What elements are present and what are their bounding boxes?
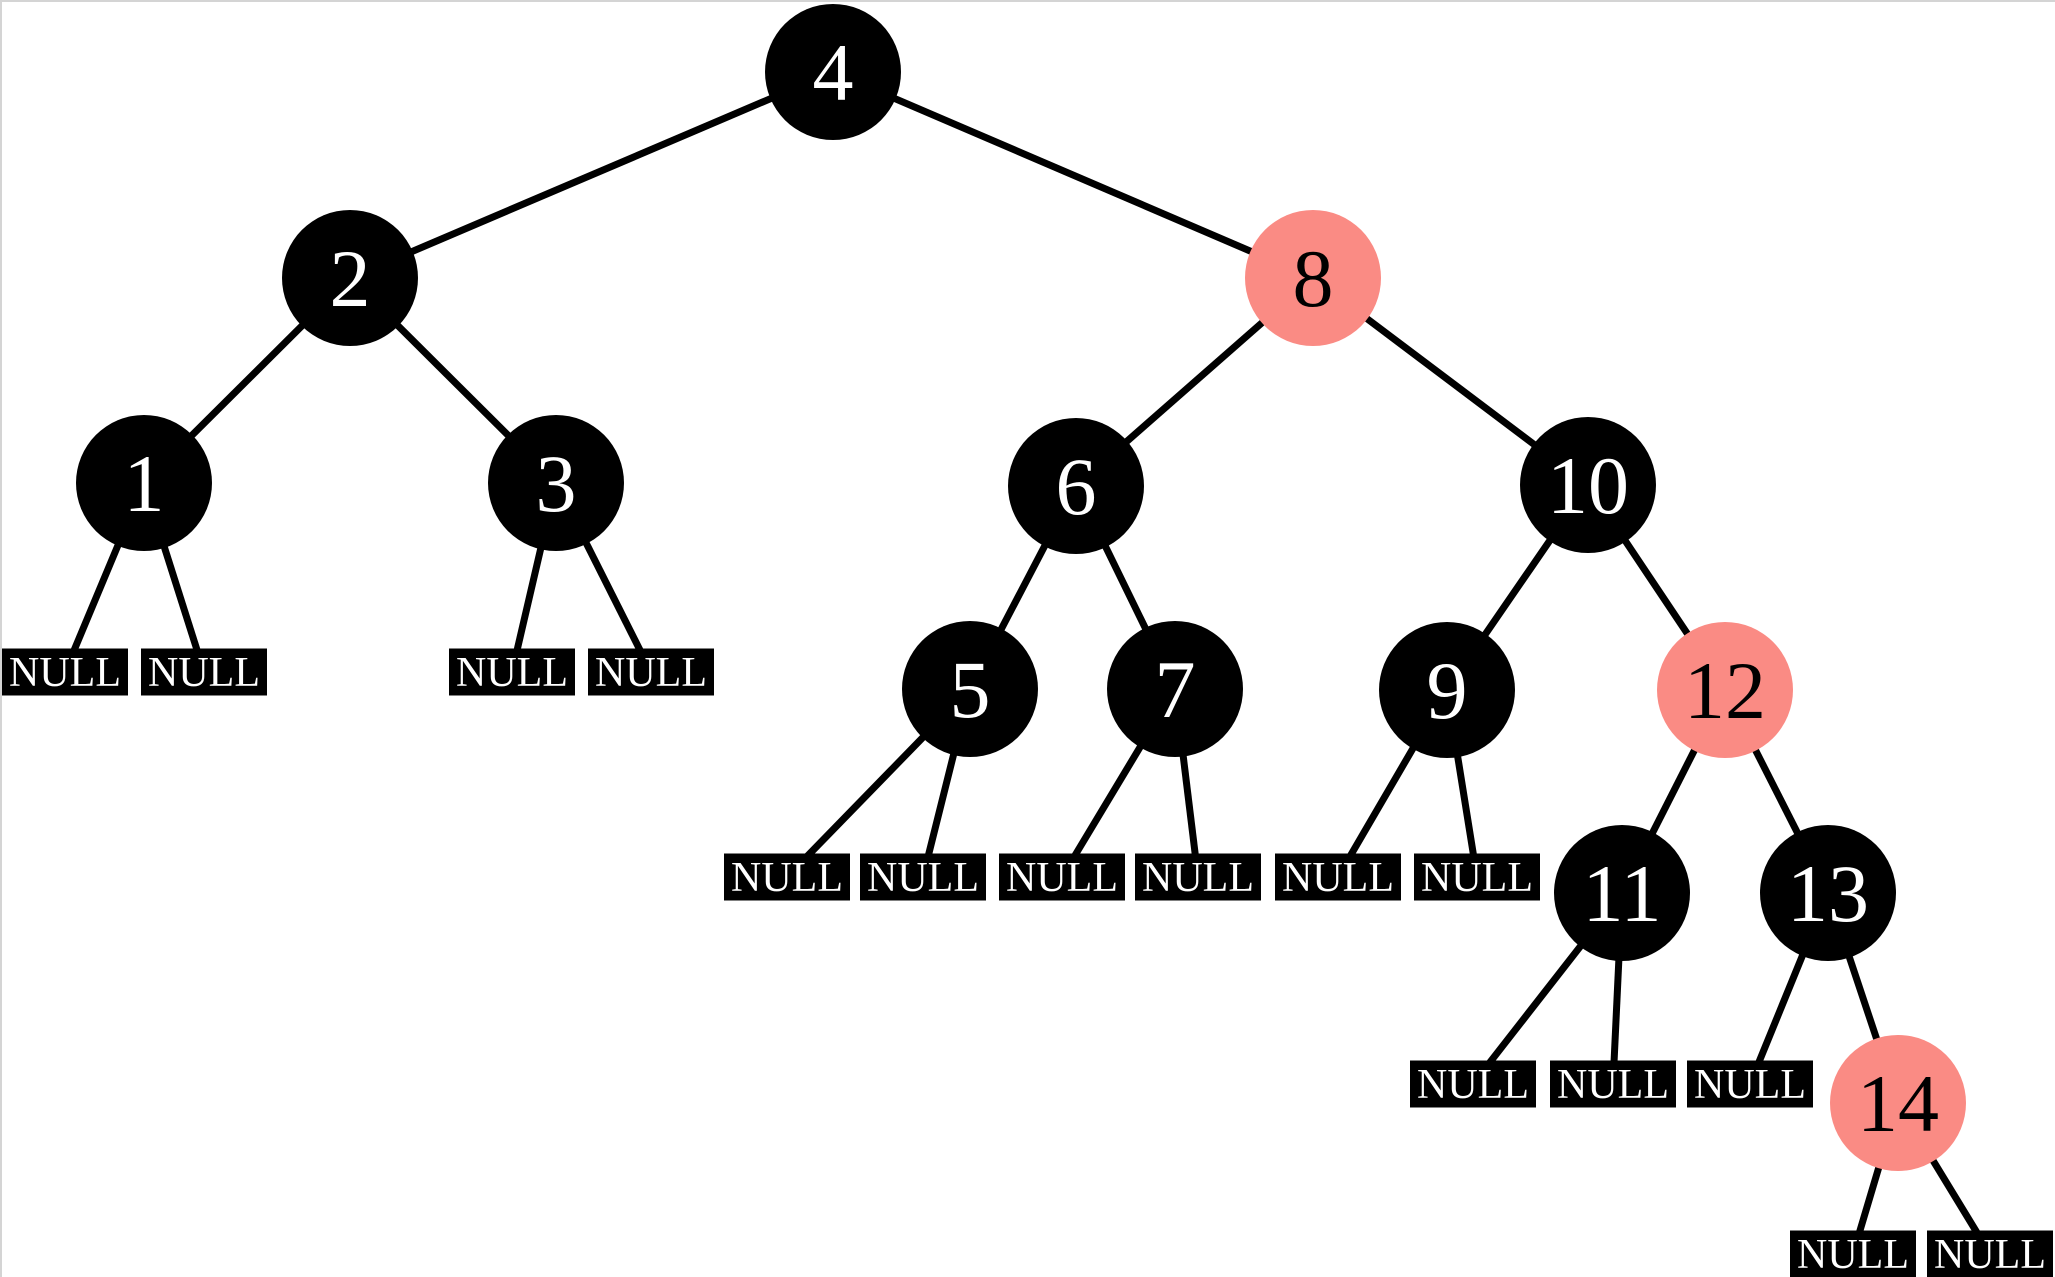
tree-node-label-9: 9: [1427, 645, 1468, 736]
null-leaf-label-n1R: NULL: [148, 650, 260, 696]
tree-node-3-black: [488, 415, 624, 551]
tree-node-7-black: [1107, 621, 1243, 757]
tree-node-label-7: 7: [1155, 644, 1196, 735]
canvas-border-top: [0, 0, 2055, 2]
tree-node-label-8: 8: [1293, 233, 1334, 324]
null-leaf-label-n1L: NULL: [9, 650, 121, 696]
tree-node-14-red: [1830, 1035, 1966, 1171]
tree-node-5-black: [902, 621, 1038, 757]
null-leaf-box-n11R: [1550, 1060, 1676, 1108]
tree-node-2-black: [282, 210, 418, 346]
null-leaf-box-n5L: [724, 853, 850, 901]
tree-node-label-14: 14: [1857, 1058, 1939, 1149]
null-leaf-label-n5R: NULL: [867, 855, 979, 901]
null-leaf-box-n9L: [1275, 853, 1401, 901]
tree-node-label-3: 3: [536, 438, 577, 529]
tree-node-6-black: [1008, 418, 1144, 554]
tree-edge-4-2: [348, 68, 835, 282]
null-leaf-label-n3R: NULL: [595, 650, 707, 696]
tree-node-13-black: [1760, 825, 1896, 961]
null-leaf-box-n13L: [1687, 1060, 1813, 1108]
null-leaf-box-n3R: [588, 648, 714, 696]
tree-node-label-10: 10: [1547, 440, 1629, 531]
tree-node-10-black: [1520, 417, 1656, 553]
null-leaf-box-n14R: [1927, 1230, 2053, 1277]
tree-node-12-red: [1657, 622, 1793, 758]
tree-node-11-black: [1554, 825, 1690, 961]
null-leaf-box-n14L: [1790, 1230, 1916, 1277]
tree-node-label-6: 6: [1056, 441, 1097, 532]
null-leaf-box-n3L: [449, 648, 575, 696]
tree-node-8-red: [1245, 210, 1381, 346]
null-leaf-label-n13L: NULL: [1694, 1062, 1806, 1108]
tree-node-label-4: 4: [813, 27, 854, 118]
null-leaf-label-n14L: NULL: [1797, 1232, 1909, 1277]
null-leaf-label-n3L: NULL: [456, 650, 568, 696]
null-leaf-label-n11L: NULL: [1417, 1062, 1529, 1108]
null-leaf-box-n7L: [999, 853, 1125, 901]
null-leaf-label-n7R: NULL: [1142, 855, 1254, 901]
null-leaf-box-n1L: [2, 648, 128, 696]
tree-edge-4-8: [831, 68, 1315, 282]
tree-node-label-2: 2: [330, 233, 371, 324]
tree-node-4-black: [765, 4, 901, 140]
tree-node-label-11: 11: [1583, 848, 1662, 939]
null-leaf-box-n11L: [1410, 1060, 1536, 1108]
null-leaf-label-n11R: NULL: [1557, 1062, 1669, 1108]
null-leaf-label-n7L: NULL: [1006, 855, 1118, 901]
null-leaf-box-n7R: [1135, 853, 1261, 901]
null-leaf-box-n5R: [860, 853, 986, 901]
null-leaf-label-n9L: NULL: [1282, 855, 1394, 901]
null-leaf-box-n9R: [1414, 853, 1540, 901]
tree-node-label-5: 5: [950, 644, 991, 735]
null-leaf-label-n14R: NULL: [1934, 1232, 2046, 1277]
tree-node-label-13: 13: [1787, 848, 1869, 939]
null-leaf-label-n9R: NULL: [1421, 855, 1533, 901]
tree-node-1-black: [76, 415, 212, 551]
null-leaf-label-n5L: NULL: [731, 855, 843, 901]
tree-node-label-12: 12: [1684, 645, 1766, 736]
null-leaf-box-n1R: [141, 648, 267, 696]
canvas-border-left: [0, 0, 2, 1277]
tree-node-9-black: [1379, 622, 1515, 758]
tree-node-label-1: 1: [124, 438, 165, 529]
